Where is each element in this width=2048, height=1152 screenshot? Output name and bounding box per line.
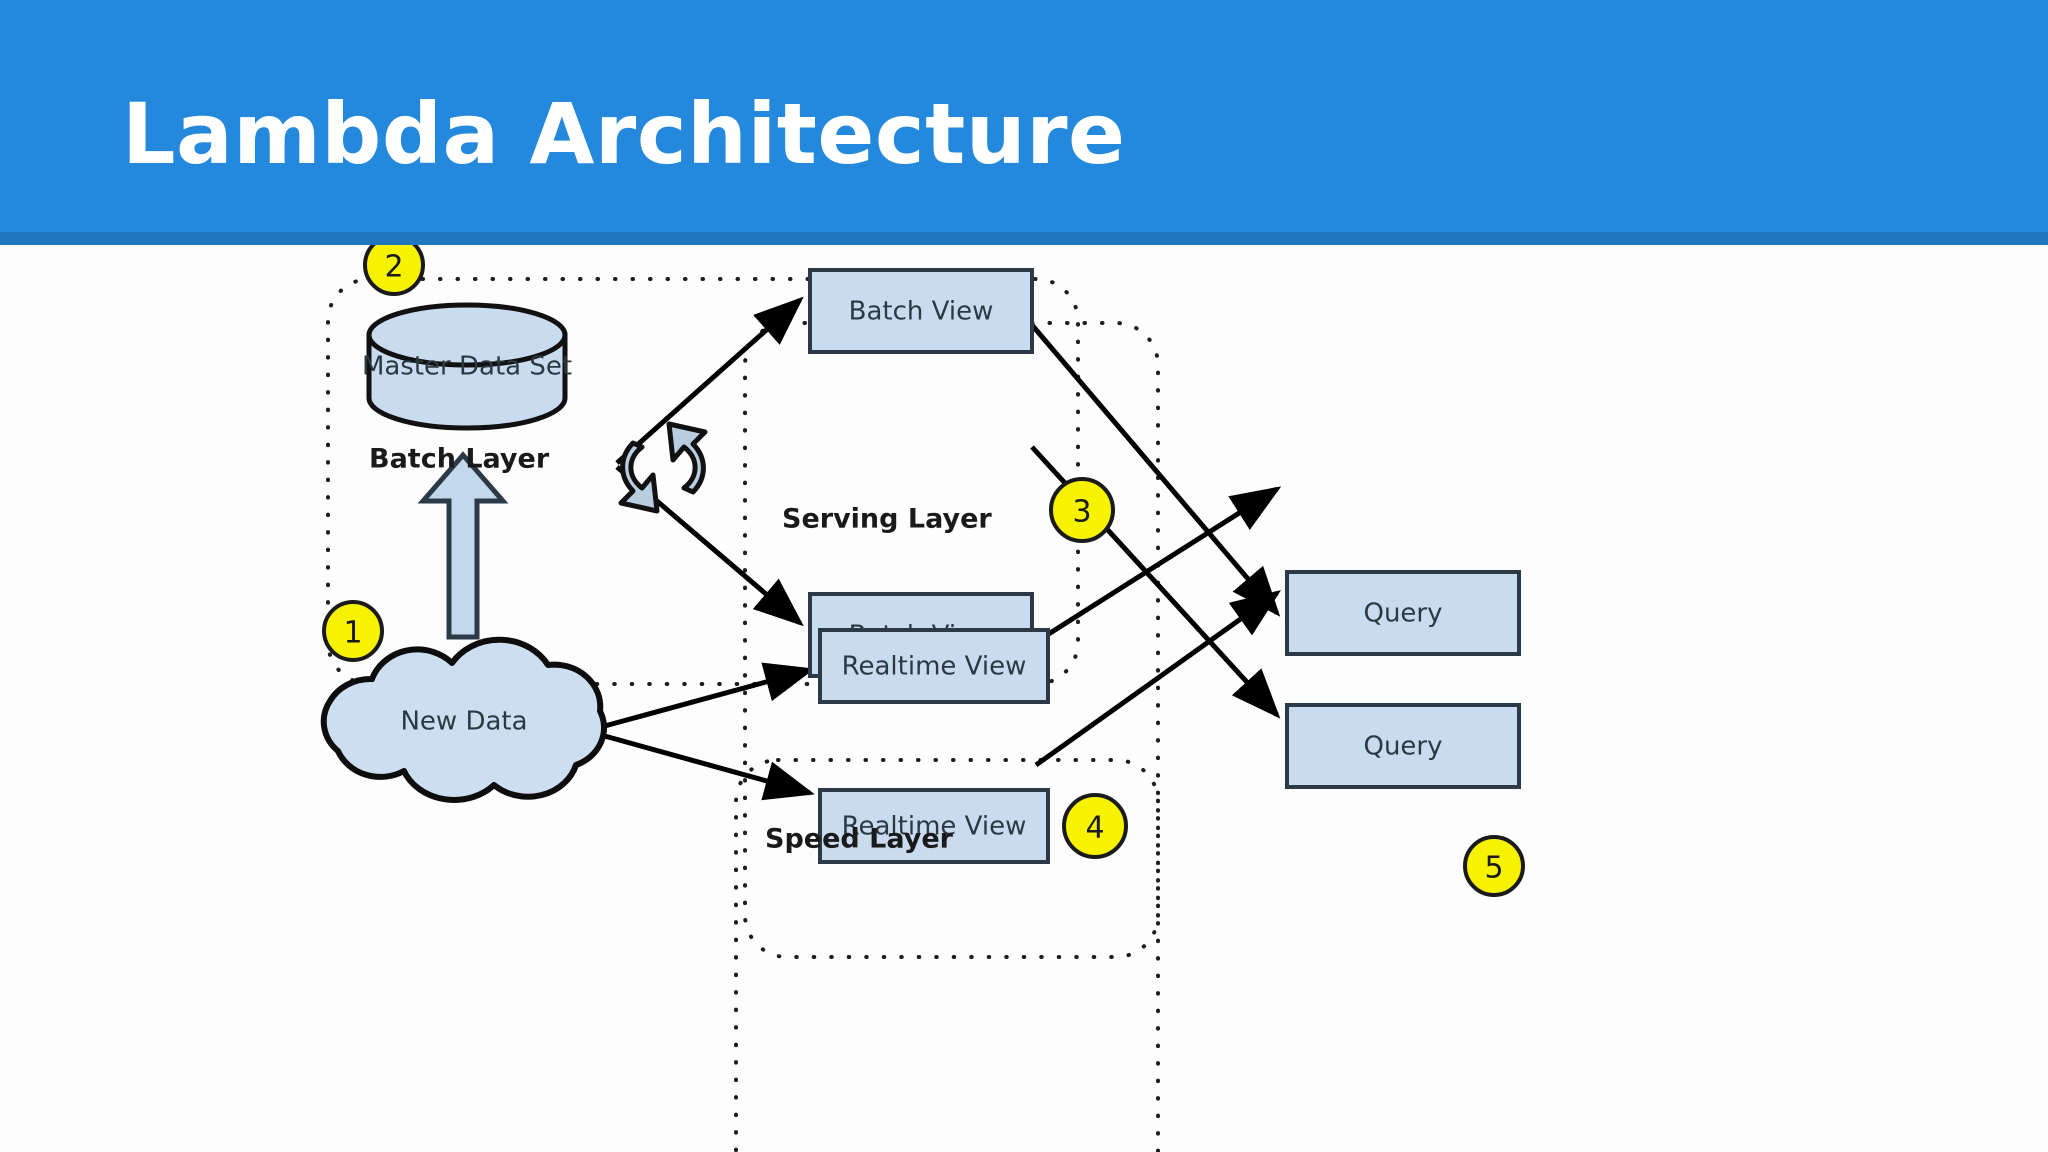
badge-1-number: 1 (343, 616, 362, 651)
node-query-1[interactable]: Query (1285, 570, 1521, 656)
realtime-view-2-label: Realtime View (842, 812, 1027, 842)
query-2-label: Query (1363, 732, 1442, 762)
edge-newdata-to-realtimeview1 (600, 662, 815, 730)
edge-batchview1-to-query1 (1030, 323, 1281, 617)
edge-realtimeview2-to-query2 (1034, 590, 1282, 768)
new-data-label: New Data (400, 707, 527, 737)
serving-layer-label: Serving Layer (782, 504, 992, 535)
batch-layer-label: Batch Layer (369, 444, 550, 475)
edge-masterdata-to-batchview1 (615, 296, 804, 465)
node-query-2[interactable]: Query (1285, 703, 1521, 789)
node-batch-view-1[interactable]: Batch View (808, 268, 1034, 354)
badge-2: 2 (363, 245, 425, 296)
refresh-cycle-icon (618, 421, 708, 514)
lambda-architecture-diagram: Master Data Set Batch View Batch View Re… (0, 245, 2048, 1152)
node-new-data[interactable]: New Data (320, 636, 607, 803)
badge-1: 1 (322, 600, 384, 662)
page-title: Lambda Architecture (122, 85, 1126, 183)
speed-layer-label: Speed Layer (765, 824, 954, 855)
edge-newdata-to-realtimeview2 (600, 732, 815, 801)
node-master-data-set[interactable]: Master Data Set (362, 302, 572, 431)
edge-newdata-to-batchlayer-block-arrow (417, 451, 509, 640)
badge-5-number: 5 (1484, 851, 1503, 886)
badge-4: 4 (1062, 793, 1128, 859)
realtime-view-1-label: Realtime View (842, 652, 1027, 682)
node-realtime-view-2[interactable]: Realtime View (818, 788, 1050, 864)
page-header: Lambda Architecture (0, 0, 2048, 232)
edge-realtimeview1-to-query1 (1034, 486, 1282, 645)
master-data-set-label: Master Data Set (362, 352, 572, 382)
badge-3: 3 (1049, 477, 1115, 543)
header-underline (0, 232, 2048, 245)
node-realtime-view-1[interactable]: Realtime View (818, 628, 1050, 704)
badge-2-number: 2 (384, 250, 403, 285)
badge-3-number: 3 (1072, 495, 1091, 530)
badge-5: 5 (1463, 835, 1525, 897)
query-1-label: Query (1363, 599, 1442, 629)
batch-view-1-label: Batch View (849, 297, 994, 327)
badge-4-number: 4 (1085, 811, 1104, 846)
serving-layer-container (743, 321, 1160, 959)
